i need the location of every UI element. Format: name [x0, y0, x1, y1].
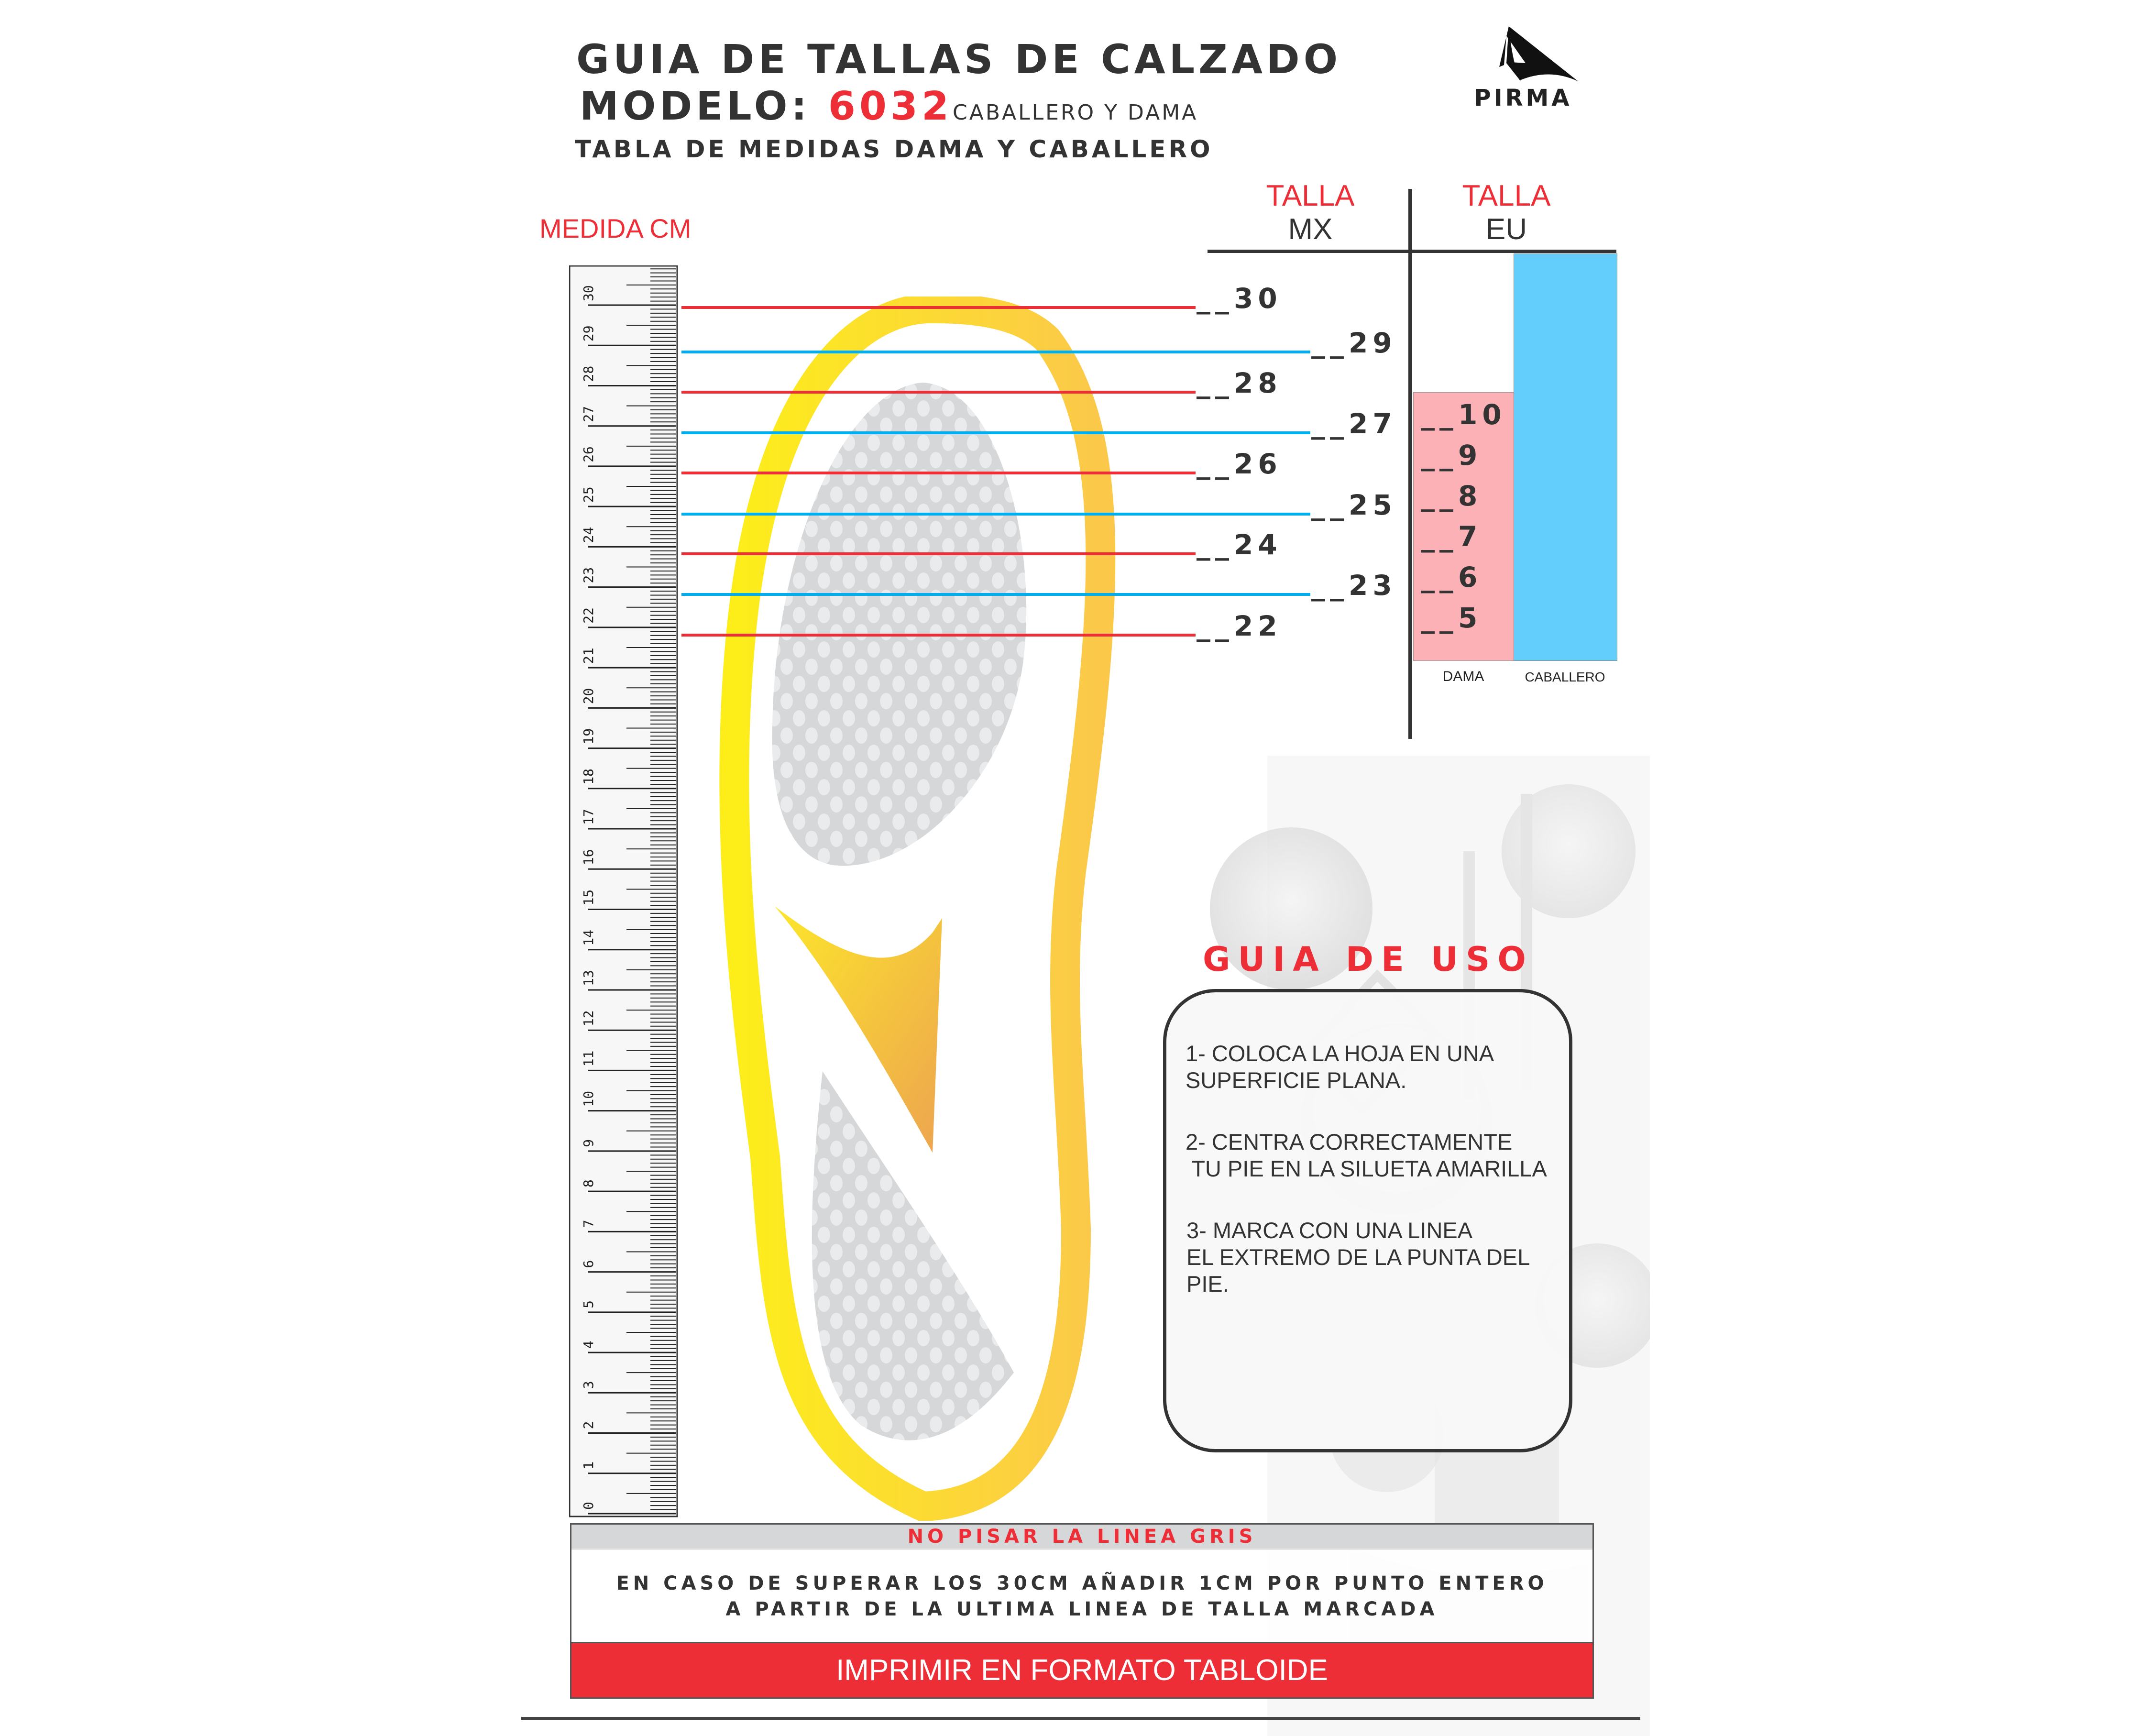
- ruler-tick-label: 12: [581, 1010, 596, 1026]
- ruler-tick-label: 20: [581, 688, 596, 704]
- ruler-tick-label: 30: [581, 285, 596, 301]
- size-line-23: [681, 593, 1310, 596]
- mx-header-label: TALLA: [1266, 179, 1355, 212]
- ruler-tick-label: 13: [581, 970, 596, 986]
- eu-header-label: TALLA: [1462, 179, 1551, 212]
- dama-label: DAMA: [1442, 669, 1484, 684]
- ruler-tick-label: 18: [581, 769, 596, 785]
- mx-size-label-27: __27: [1311, 407, 1397, 440]
- page-subtitle: TABLA DE MEDIDAS DAMA Y CABALLERO: [575, 135, 1213, 163]
- mx-header: TALLA MX: [1243, 179, 1377, 246]
- print-format-banner: IMPRIMIR EN FORMATO TABLOIDE: [570, 1642, 1594, 1699]
- ruler-tick-label: 29: [581, 326, 596, 342]
- dama-size-label: __8: [1421, 480, 1482, 512]
- ruler-tick-label: 1: [581, 1461, 596, 1470]
- dama-size-label: __5: [1421, 602, 1482, 634]
- model-label: MODELO:: [580, 84, 811, 129]
- caballero-label: CABALLERO: [1525, 670, 1605, 684]
- ruler-tick-label: 27: [581, 406, 596, 422]
- caballero-column: [1514, 253, 1617, 661]
- ruler-tick-label: 15: [581, 890, 596, 906]
- ruler-tick-label: 11: [581, 1051, 596, 1067]
- brand-name: PIRMA: [1474, 85, 1572, 111]
- cm-ruler: 0123456789101112131415161718192021222324…: [569, 265, 678, 1517]
- mx-size-label-29: __29: [1311, 327, 1397, 359]
- eu-header-unit: EU: [1485, 213, 1527, 246]
- ruler-label: MEDIDA CM: [539, 213, 692, 243]
- mx-header-unit: MX: [1288, 213, 1333, 246]
- mx-size-label-26: __26: [1197, 448, 1282, 480]
- foot-silhouette: [719, 297, 1116, 1521]
- ruler-tick-label: 26: [581, 446, 596, 462]
- table-column-divider: [1408, 189, 1412, 739]
- ruler-tick-label: 17: [581, 809, 596, 825]
- ruler-tick-label: 5: [581, 1300, 596, 1308]
- warning-text: NO PISAR LA LINEA GRIS: [907, 1526, 1257, 1548]
- ruler-tick-label: 6: [581, 1260, 596, 1268]
- eu-header: TALLA EU: [1439, 179, 1573, 246]
- print-format-text: IMPRIMIR EN FORMATO TABLOIDE: [836, 1654, 1328, 1687]
- ruler-tick-label: 25: [581, 486, 596, 503]
- size-line-22: [681, 634, 1196, 637]
- ruler-tick-label: 9: [581, 1139, 596, 1147]
- page-title: GUIA DE TALLAS DE CALZADO: [576, 36, 1342, 83]
- note-line-1: EN CASO DE SUPERAR LOS 30CM AÑADIR 1CM P…: [616, 1572, 1548, 1594]
- mx-size-label-28: __28: [1197, 367, 1282, 399]
- size-line-28: [681, 391, 1196, 394]
- ruler-tick-label: 14: [581, 930, 596, 946]
- ruler-tick-label: 28: [581, 366, 596, 382]
- pirma-logo: PIRMA: [1459, 24, 1588, 111]
- size-line-29: [681, 351, 1310, 353]
- ruler-tick-label: 19: [581, 728, 596, 745]
- dama-size-label: __7: [1421, 520, 1482, 553]
- ruler-tick-label: 24: [581, 527, 596, 543]
- guide-step-1: 1- COLOCA LA HOJA EN UNA SUPERFICIE PLAN…: [1186, 1041, 1494, 1093]
- ruler-tick-label: 3: [581, 1381, 596, 1389]
- warning-banner: NO PISAR LA LINEA GRIS: [570, 1523, 1594, 1550]
- size-line-26: [681, 472, 1196, 474]
- pirma-triangle-icon: [1463, 26, 1578, 81]
- ruler-tick-label: 7: [581, 1220, 596, 1228]
- dama-column: __10 __9 __8 __7 __6 __5: [1413, 392, 1515, 661]
- size-line-25: [681, 513, 1310, 516]
- dama-size-label: __9: [1421, 439, 1482, 472]
- note-line-2: A PARTIR DE LA ULTIMA LINEA DE TALLA MAR…: [725, 1598, 1438, 1620]
- ruler-tick-label: 8: [581, 1179, 596, 1187]
- guide-title: GUIA DE USO: [1203, 940, 1534, 979]
- ruler-tick-label: 10: [581, 1091, 596, 1107]
- size-line-30: [681, 306, 1196, 309]
- model-number: 6032: [828, 84, 953, 129]
- model-suffix: CABALLERO Y DAMA: [953, 100, 1198, 125]
- mx-size-label-25: __25: [1311, 489, 1397, 521]
- ruler-tick-label: 16: [581, 849, 596, 866]
- mx-size-label-22: __22: [1197, 610, 1282, 642]
- guide-box: 1- COLOCA LA HOJA EN UNA SUPERFICIE PLAN…: [1163, 989, 1572, 1452]
- model-line: MODELO: 6032CABALLERO Y DAMA: [580, 84, 1198, 129]
- size-line-27: [681, 431, 1310, 434]
- ruler-tick-label: 4: [581, 1340, 596, 1349]
- mx-size-label-30: __30: [1197, 282, 1282, 315]
- guide-step-3: 3- MARCA CON UNA LINEA EL EXTREMO DE LA …: [1186, 1218, 1530, 1297]
- ruler-tick-label: 0: [581, 1502, 596, 1510]
- ruler-tick-label: 21: [581, 648, 596, 664]
- bottom-rule: [521, 1717, 1640, 1720]
- ruler-tick-label: 22: [581, 607, 596, 624]
- guide-step-2: 2- CENTRA CORRECTAMENTE TU PIE EN LA SIL…: [1186, 1129, 1547, 1181]
- ruler-tick-label: 23: [581, 567, 596, 583]
- note-box: EN CASO DE SUPERAR LOS 30CM AÑADIR 1CM P…: [570, 1549, 1594, 1642]
- size-line-24: [681, 552, 1196, 555]
- ruler-tick-label: 2: [581, 1421, 596, 1429]
- dama-size-label: __6: [1421, 561, 1482, 593]
- mx-size-label-23: __23: [1311, 569, 1397, 602]
- dama-size-label: __10: [1421, 398, 1506, 431]
- mx-size-label-24: __24: [1197, 528, 1282, 561]
